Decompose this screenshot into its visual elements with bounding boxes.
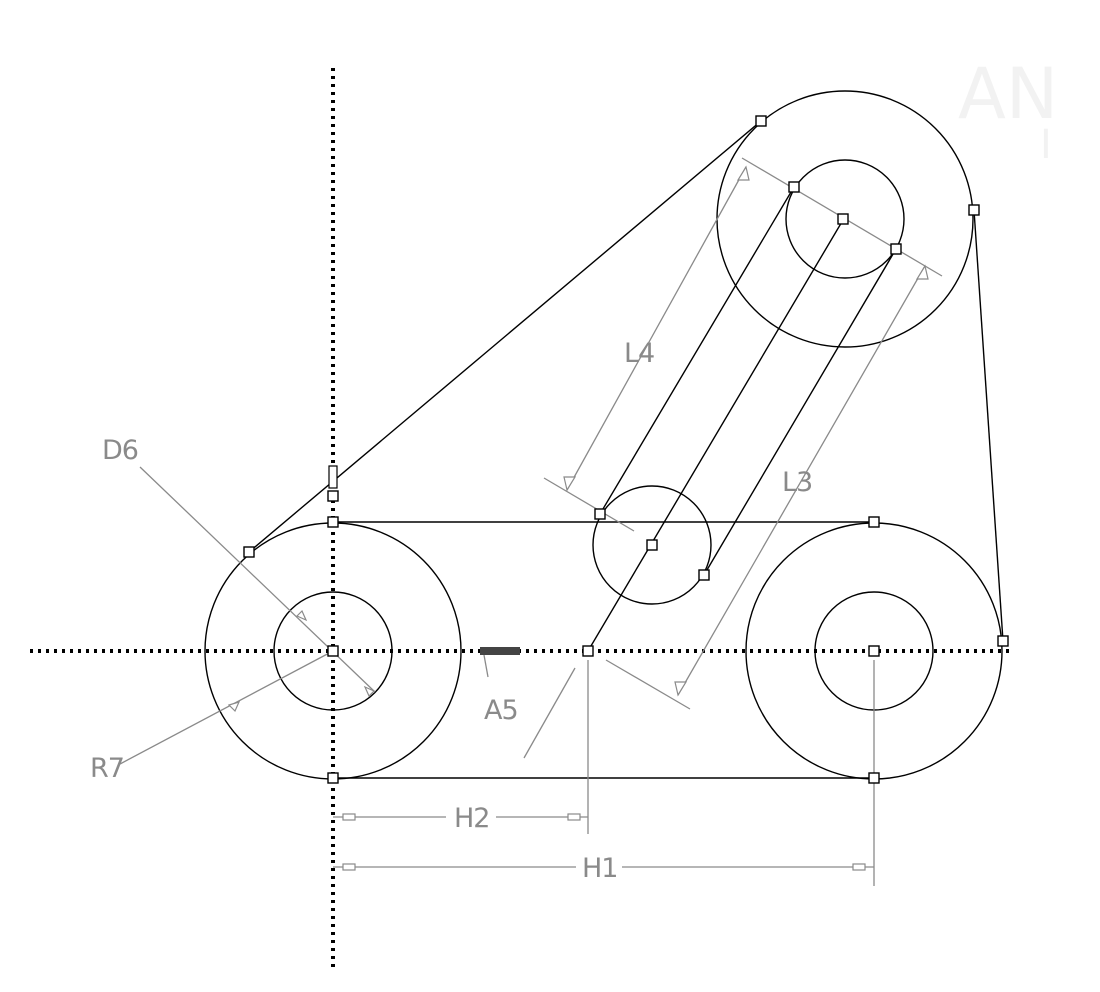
h1-arrow-right [852,863,866,871]
sketch-point[interactable] [582,645,594,657]
sketch-point[interactable] [327,516,339,528]
h1-label[interactable]: H1 [582,853,618,884]
l4-dimension-line[interactable] [566,166,747,491]
l3-label[interactable]: L3 [782,467,813,498]
sketch-point[interactable] [837,213,849,225]
a5-extension-line[interactable] [523,667,576,759]
r7-label[interactable]: R7 [90,753,125,784]
left-inner-circle[interactable] [273,591,393,711]
l3-arrow-top [915,264,929,280]
watermark-text: AN [958,53,1058,135]
sketch-point[interactable] [646,539,658,551]
sketch-point[interactable] [997,635,1009,647]
sketch-point[interactable] [243,546,255,558]
sketch-point[interactable] [968,204,980,216]
watermark-subtext: I [1040,122,1052,168]
slot-line-right[interactable] [703,248,897,576]
h1-label-bg [576,850,622,880]
sketch-point[interactable] [755,115,767,127]
a5-angle-marker[interactable] [480,647,520,655]
h2-label-bg [446,800,496,830]
slot-center-line[interactable] [587,219,844,652]
l4-arrow-bottom [563,476,577,492]
sketch-point[interactable] [698,569,710,581]
middle-circle[interactable] [592,485,712,605]
d6-dimension-line[interactable] [139,466,376,693]
l4-label[interactable]: L4 [624,338,655,369]
r7-arrow [227,701,241,713]
l4-extension-bottom[interactable] [543,477,635,532]
l3-extension-bottom[interactable] [605,659,691,710]
top-inner-circle[interactable] [785,159,905,279]
l3-arrow-bottom [674,681,688,697]
r7-dimension-line[interactable] [119,650,334,765]
a5-label[interactable]: A5 [484,695,519,726]
sketch-point[interactable] [890,243,902,255]
a5-leader[interactable] [483,654,489,678]
vertical-constraint-marker[interactable] [328,465,338,489]
sketch-point[interactable] [788,181,800,193]
sketch-point[interactable] [868,645,880,657]
d6-arrow-end [363,685,376,698]
d6-arrow-start [295,609,308,622]
l3-dimension-line[interactable] [677,265,926,696]
h2-arrow-right [567,813,581,821]
l4-arrow-top [736,165,750,181]
h1-arrow-left [342,863,356,871]
tangent-line-right[interactable] [973,209,1004,642]
sketch-point[interactable] [327,490,339,502]
slot-line-left[interactable] [599,186,795,515]
h2-label[interactable]: H2 [454,803,490,834]
sketch-point[interactable] [594,508,606,520]
sketch-point[interactable] [868,772,880,784]
d6-label[interactable]: D6 [102,435,139,466]
h2-arrow-left [342,813,356,821]
sketch-point[interactable] [868,516,880,528]
sketch-point[interactable] [327,772,339,784]
sketch-point[interactable] [327,645,339,657]
